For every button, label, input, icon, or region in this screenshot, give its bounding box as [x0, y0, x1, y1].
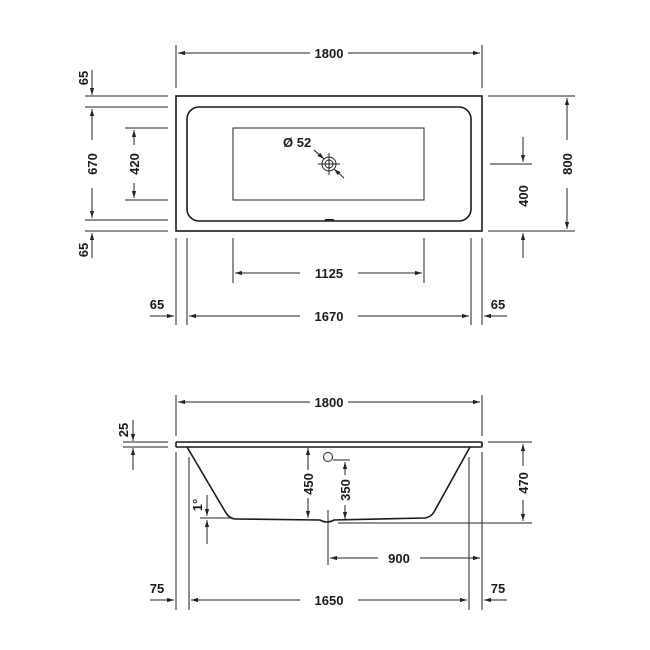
top-view: Ø 52 1800 65 670 65 420: [76, 45, 575, 325]
base-offset-right-dim: 75: [491, 581, 505, 596]
rim-bottom-dim: 65: [76, 243, 91, 257]
drain-offset-dim: 400: [516, 185, 531, 207]
tub-outline-top: [175, 95, 483, 232]
drain-diameter-label: Ø 52: [283, 135, 311, 150]
inner-length-dim: 1670: [315, 309, 344, 324]
base-length-dim: 1650: [315, 593, 344, 608]
floor-length-dim: 1125: [315, 266, 343, 281]
floor-slope-dim: 1°: [190, 499, 205, 511]
top-overall-width: 800: [560, 153, 575, 175]
overflow-height-dim: 350: [338, 479, 353, 501]
base-offset-left-dim: 75: [150, 581, 164, 596]
rim-right-dim: 65: [491, 297, 505, 312]
overall-height-dim: 470: [516, 472, 531, 494]
drain-position-dim: 900: [388, 551, 410, 566]
tub-body-side: [186, 446, 471, 523]
rim-thickness-dim: 25: [116, 423, 131, 437]
floor-width-dim: 420: [127, 153, 142, 175]
tub-floor: [232, 127, 425, 201]
inner-depth-dim: 450: [301, 473, 316, 495]
side-view: 1800 25 450 350 470 1°: [116, 395, 532, 610]
inner-width-dim: 670: [85, 153, 100, 175]
rim-top-dim: 65: [76, 71, 91, 85]
overflow-icon: [323, 452, 333, 462]
rim-left-dim: 65: [150, 297, 164, 312]
overflow-mark: [325, 219, 334, 222]
tub-rim-side: [175, 441, 483, 448]
side-overall-length: 1800: [315, 395, 344, 410]
top-overall-length: 1800: [315, 46, 344, 61]
drain-icon: [313, 149, 345, 179]
